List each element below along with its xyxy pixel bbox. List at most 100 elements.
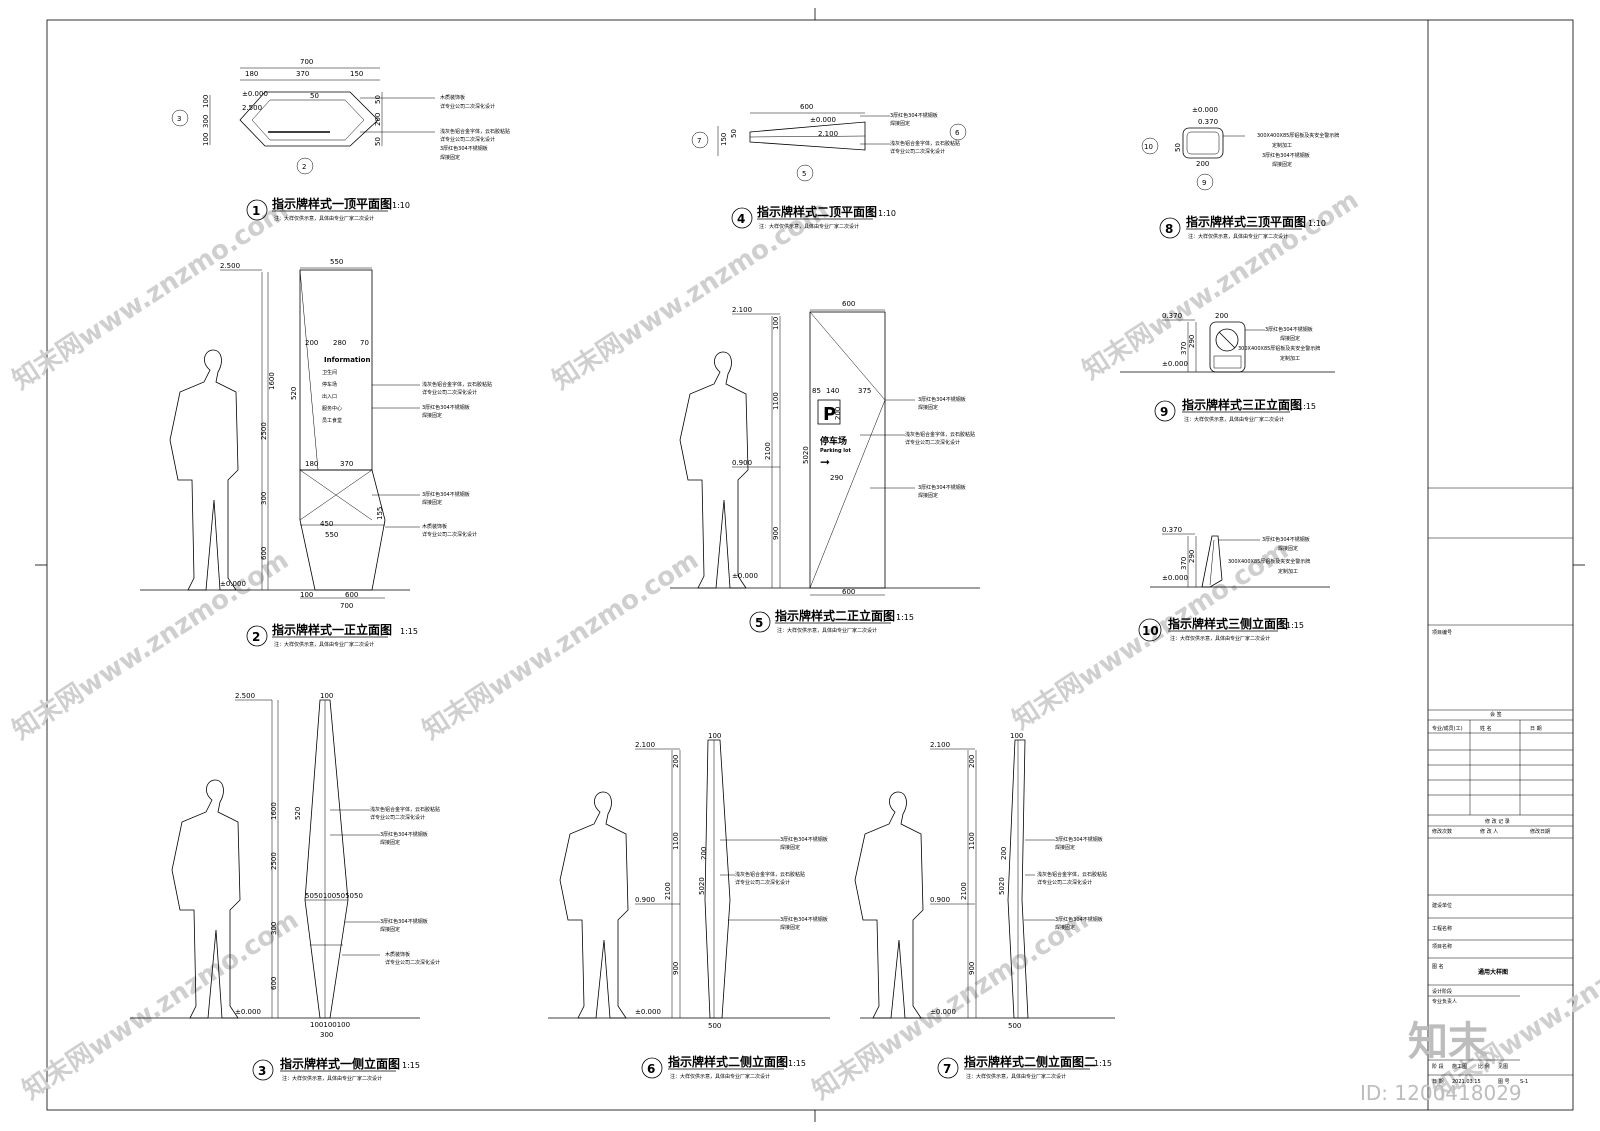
drawing-number: 5 [755,616,763,630]
drawing-scale: 1:15 [788,1059,806,1068]
drawing-title: 指示牌样式二正立面图 [775,608,895,623]
tb-label: 专业负责人 [1432,998,1457,1005]
annotation: 3厚红色304不锈钢板 [918,484,966,491]
tb-value: 2021.03.15 [1452,1079,1481,1085]
drawing-number-badge [1154,400,1176,422]
dim-label: 1600 [268,372,276,390]
dim-label: 100 [300,591,313,599]
tb-label: 姓 名 [1480,725,1492,732]
annotation: 详专业公司二次深化设计 [890,148,945,155]
dim-label: 200 [305,339,318,347]
drawing-note: 注：大样仅供示意，具体由专业厂家二次设计 [282,1075,382,1082]
drawing-title: 指示牌样式三侧立面图 [1168,616,1288,631]
annotation: 详专业公司二次深化设计 [1037,879,1092,886]
dim-label: 200 [834,407,842,420]
drawing-number-badge [731,207,753,229]
dim-label: 300 [202,115,210,128]
annotation: 3厚红色304不锈钢板 [1055,916,1103,923]
drawing-title: 指示牌样式三正立面图 [1182,397,1302,412]
section-marker [796,164,814,182]
tb-label: 修 改 记 录 [1485,818,1510,825]
section-marker [691,131,709,149]
svg-text:7: 7 [697,137,701,145]
drawing-6-side-elevation: 2.100 0.900 ±0.000 200 1100 2100 900 100… [548,732,830,1080]
drawing-number: 8 [1165,222,1173,236]
tb-label: 日 期 [1530,726,1542,732]
annotation: 焊接固定 [1280,335,1300,342]
tb-label: 会 签 [1490,711,1502,718]
level-label: ±0.000 [732,572,758,580]
drawing-number-badge [1138,618,1162,642]
drawing-8-plan: ±0.000 0.370 50 200 10 9 300X400X85厚铝板及夹… [1141,106,1339,240]
drawing-note: 注：大样仅供示意，具体由专业厂家二次设计 [670,1073,770,1080]
annotation: 3厚红色304不锈钢板 [1262,152,1310,159]
dim-label: 5020 [998,877,1006,895]
dim-label: 180 [245,70,258,78]
svg-text:5: 5 [802,170,806,178]
dim-label: 5020 [802,446,810,464]
dim-label: 150 [720,133,728,146]
drawing-note: 注：大样仅供示意，具体由专业厂家二次设计 [1184,416,1284,423]
drawing-title: 指示牌样式三顶平面图 [1186,214,1306,229]
annotation: 详专业公司二次深化设计 [440,136,495,143]
level-label: 0.370 [1198,118,1218,126]
dim-label: 100 [772,317,780,330]
annotation: 浅灰色铝合金字体，云石胶粘贴 [890,140,960,147]
drawing-scale: 1:10 [878,209,896,218]
dim-label: 5050100505050 [305,892,363,900]
dim-label: 520 [294,807,302,820]
dim-label: 500 [1008,1022,1021,1030]
tb-label: 专业/成员(工) [1432,725,1463,732]
drawing-title: 指示牌样式一侧立面图 [280,1056,400,1071]
annotation: 木质装饰板 [440,94,465,101]
drawing-scale: 1:15 [1286,621,1304,630]
annotation: 3厚红色304不锈钢板 [780,836,828,843]
annotation: 焊接固定 [1055,844,1075,851]
tb-label: 设计阶段 [1432,988,1452,995]
drawing-number-badge [1159,217,1181,239]
sheet-frame [35,8,1585,1122]
sign-info-item: 服务中心 [322,405,342,412]
annotation: 焊接固定 [1055,924,1075,931]
dim-label: 500 [708,1022,721,1030]
dim-label: 1100 [772,392,780,410]
drawing-number: 2 [252,630,260,644]
annotation: 木质装饰板 [385,951,410,958]
drawing-2-elevation: 2.500 ±0.000 1600 2500 300 600 550 200 2… [140,258,492,648]
drawing-10-side-elevation: 0.370 ±0.000 370 290 3厚红色304不锈钢板 焊接固定 30… [1138,526,1330,642]
dim-label: 600 [842,588,855,596]
drawing-number: 10 [1142,624,1159,638]
drawing-scale: 1:15 [402,1061,420,1070]
drawing-number: 9 [1160,405,1168,419]
tb-value: S-1 [1520,1079,1528,1085]
level-label: ±0.000 [242,90,268,98]
drawing-number-badge [246,625,268,647]
dim-label: 375 [858,387,871,395]
drawing-scale: 1:10 [1308,219,1326,228]
sign-info-item: 员工食堂 [322,417,342,424]
dim-label: 200 [1000,847,1008,860]
dim-label: 1100 [968,832,976,850]
drawing-9-elevation: 0.370 ±0.000 370 290 200 3厚红色304不锈钢板 焊接固… [1120,312,1335,423]
title-block: 项目编号 会 签 专业/成员(工) 姓 名 日 期 修 改 记 录 修改次数 修… [1428,629,1573,1085]
tb-label: 修改日期 [1530,828,1550,835]
dim-label: 300 [320,1031,333,1039]
annotation: 3厚红色304不锈钢板 [1265,326,1313,333]
dim-label: 200 [374,113,382,126]
annotation: 3厚红色304不锈钢板 [1262,536,1310,543]
arrow-right-icon: ➞ [820,455,830,469]
annotation: 3厚红色304不锈钢板 [422,491,470,498]
watermark-id: ID: 1200418029 [1360,1081,1522,1105]
annotation: 焊接固定 [422,499,442,506]
dim-label: 550 [325,531,338,539]
section-marker [171,109,189,127]
dim-label: 600 [260,547,268,560]
tb-label: 比 例 [1478,1063,1490,1070]
dim-label: 600 [345,591,358,599]
annotation: 3厚红色304不锈钢板 [380,918,428,925]
annotation: 3厚红色304不锈钢板 [1055,836,1103,843]
level-label: ±0.000 [635,1008,661,1016]
dim-label: 140 [826,387,839,395]
annotation: 焊接固定 [440,154,460,161]
sign-parking-cn: 停车场 [820,435,847,447]
